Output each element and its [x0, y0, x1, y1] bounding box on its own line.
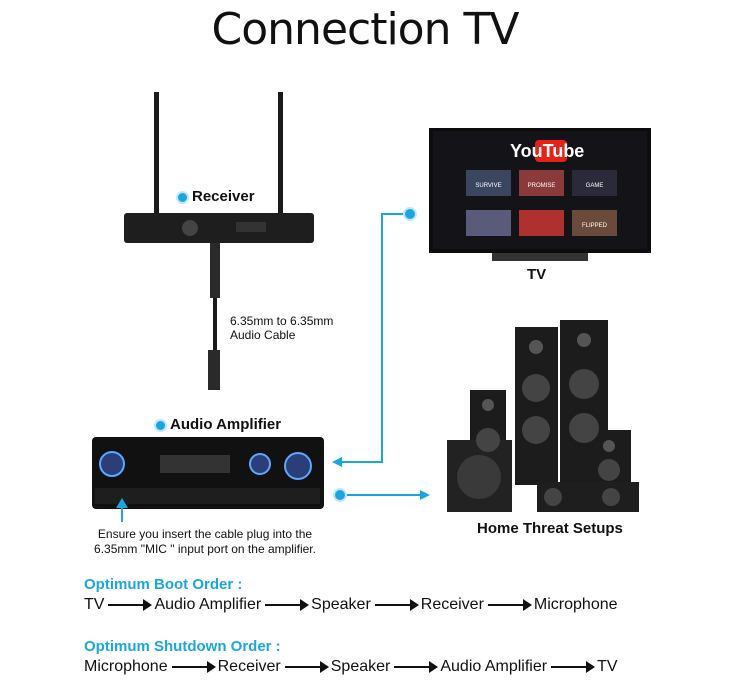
- amplifier-device: [92, 437, 324, 509]
- shutdown-order-sequence: Microphone Receiver Speaker Audio Amplifier…: [84, 658, 618, 676]
- mic-port-note: Ensure you insert the cable plug into th…: [94, 527, 316, 556]
- tv-tile: [572, 210, 617, 236]
- amplifier-label: Audio Amplifier: [154, 416, 281, 433]
- arrow-right-icon: [171, 661, 216, 673]
- tv-label: TV: [527, 266, 547, 283]
- amp-out-dot: [333, 488, 347, 502]
- arrow-right-icon: [487, 599, 532, 611]
- speakers-label: Home Threat Setups: [477, 520, 623, 537]
- tv-tile: [466, 170, 511, 196]
- arrow-to-mic-port: [116, 498, 128, 508]
- boot-order-step: Receiver: [420, 596, 484, 613]
- arrow-right-icon: [265, 599, 310, 611]
- shutdown-order-step: TV: [597, 658, 618, 675]
- tv-tile-label: FLIPPED: [582, 223, 608, 229]
- bullet-icon: [176, 190, 189, 204]
- bullet-icon: [154, 418, 167, 432]
- audio-cable: [208, 243, 220, 390]
- youtube-logo-box: [535, 140, 567, 162]
- shutdown-order-step: Receiver: [217, 658, 281, 675]
- receiver-label: Receiver: [176, 188, 255, 205]
- arrow-to-amplifier: [332, 457, 342, 467]
- shutdown-order-step: Speaker: [330, 658, 391, 675]
- boot-order-step: TV: [84, 596, 105, 613]
- arrow-right-icon: [108, 599, 153, 611]
- tv-tile-label: SURVIVE: [475, 183, 501, 189]
- boot-order-step: Microphone: [533, 596, 618, 613]
- arrow-to-speakers: [420, 490, 430, 500]
- tv-tile: [572, 170, 617, 196]
- tv-tile: [466, 210, 511, 236]
- shutdown-order-title: Optimum Shutdown Order :: [84, 638, 281, 655]
- shutdown-order-step: Microphone: [84, 658, 168, 675]
- boot-order-sequence: TV Audio Amplifier Speaker Receiver Micropho…: [84, 596, 618, 614]
- tv-tile-label: PROMISE: [528, 183, 556, 189]
- shutdown-order-step: Audio Amplifier: [440, 658, 548, 675]
- arrow-right-icon: [284, 661, 329, 673]
- boot-order-step: Audio Amplifier: [154, 596, 262, 613]
- tv-tile-label: GAME: [586, 183, 604, 189]
- tv-tile: [519, 210, 564, 236]
- boot-order-title: Optimum Boot Order :: [84, 576, 243, 593]
- page-title: Connection TV: [211, 4, 520, 55]
- speaker-system: [447, 320, 639, 512]
- youtube-logo: YouTube: [510, 141, 585, 161]
- arrow-right-icon: [394, 661, 439, 673]
- tv-tile: [519, 170, 564, 196]
- arrow-right-icon: [374, 599, 419, 611]
- receiver-device: [124, 92, 314, 243]
- boot-order-step: Speaker: [311, 596, 371, 613]
- cable-label: 6.35mm to 6.35mm Audio Cable: [230, 314, 334, 342]
- tv-tile-grid: SURVIVE PROMISE GAME FLIPPED: [466, 170, 617, 236]
- arrow-right-icon: [551, 661, 596, 673]
- tv-connection-dot: [403, 207, 417, 221]
